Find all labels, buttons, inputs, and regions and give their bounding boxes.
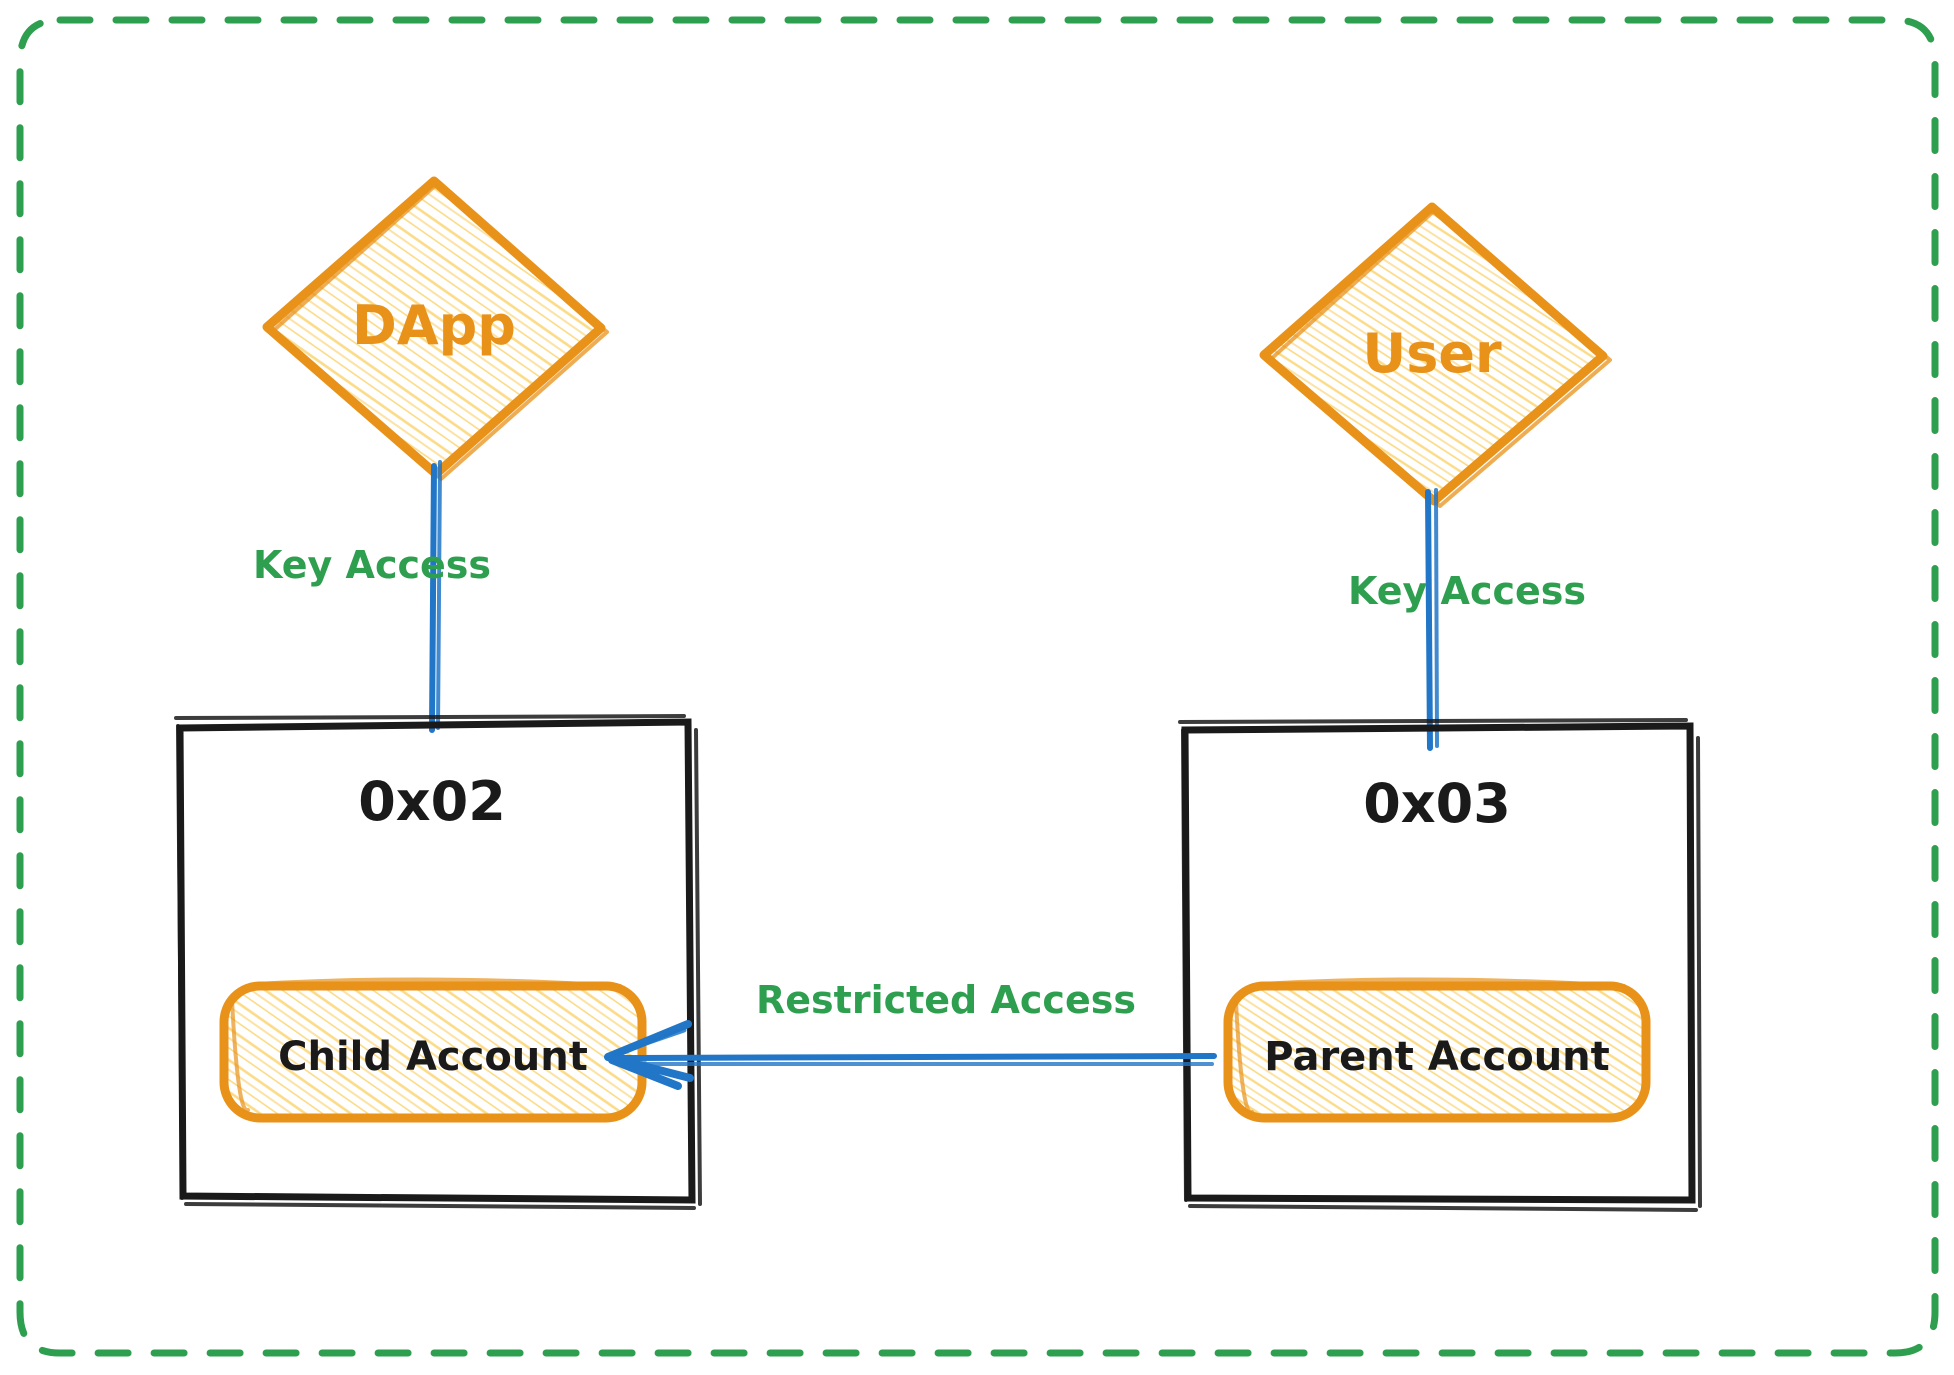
node-user[interactable]: User (1259, 202, 1612, 508)
node-account-0x02[interactable]: 0x02 (174, 714, 702, 1210)
node-dapp[interactable]: DApp (262, 176, 609, 481)
node-account-0x02-label: 0x02 (358, 770, 506, 833)
outer-boundary (16, 16, 1939, 1357)
node-account-0x03-label: 0x03 (1363, 772, 1511, 835)
node-dapp-label: DApp (352, 294, 516, 357)
node-child-account-label: Child Account (278, 1034, 588, 1080)
node-account-0x03[interactable]: 0x03 (1178, 718, 1702, 1212)
edge-label-restricted-access: Restricted Access (756, 978, 1136, 1022)
edge-user-to-0x03 (1425, 488, 1439, 751)
node-user-label: User (1362, 322, 1502, 385)
node-parent-account[interactable]: Parent Account (1223, 977, 1651, 1123)
node-child-account[interactable]: Child Account (219, 977, 647, 1123)
edge-label-key-access-left: Key Access (253, 543, 491, 587)
node-parent-account-label: Parent Account (1264, 1034, 1610, 1080)
edge-parent-to-child (604, 1020, 1217, 1090)
edge-label-key-access-right: Key Access (1348, 569, 1586, 613)
edge-dapp-to-0x02 (429, 460, 442, 733)
